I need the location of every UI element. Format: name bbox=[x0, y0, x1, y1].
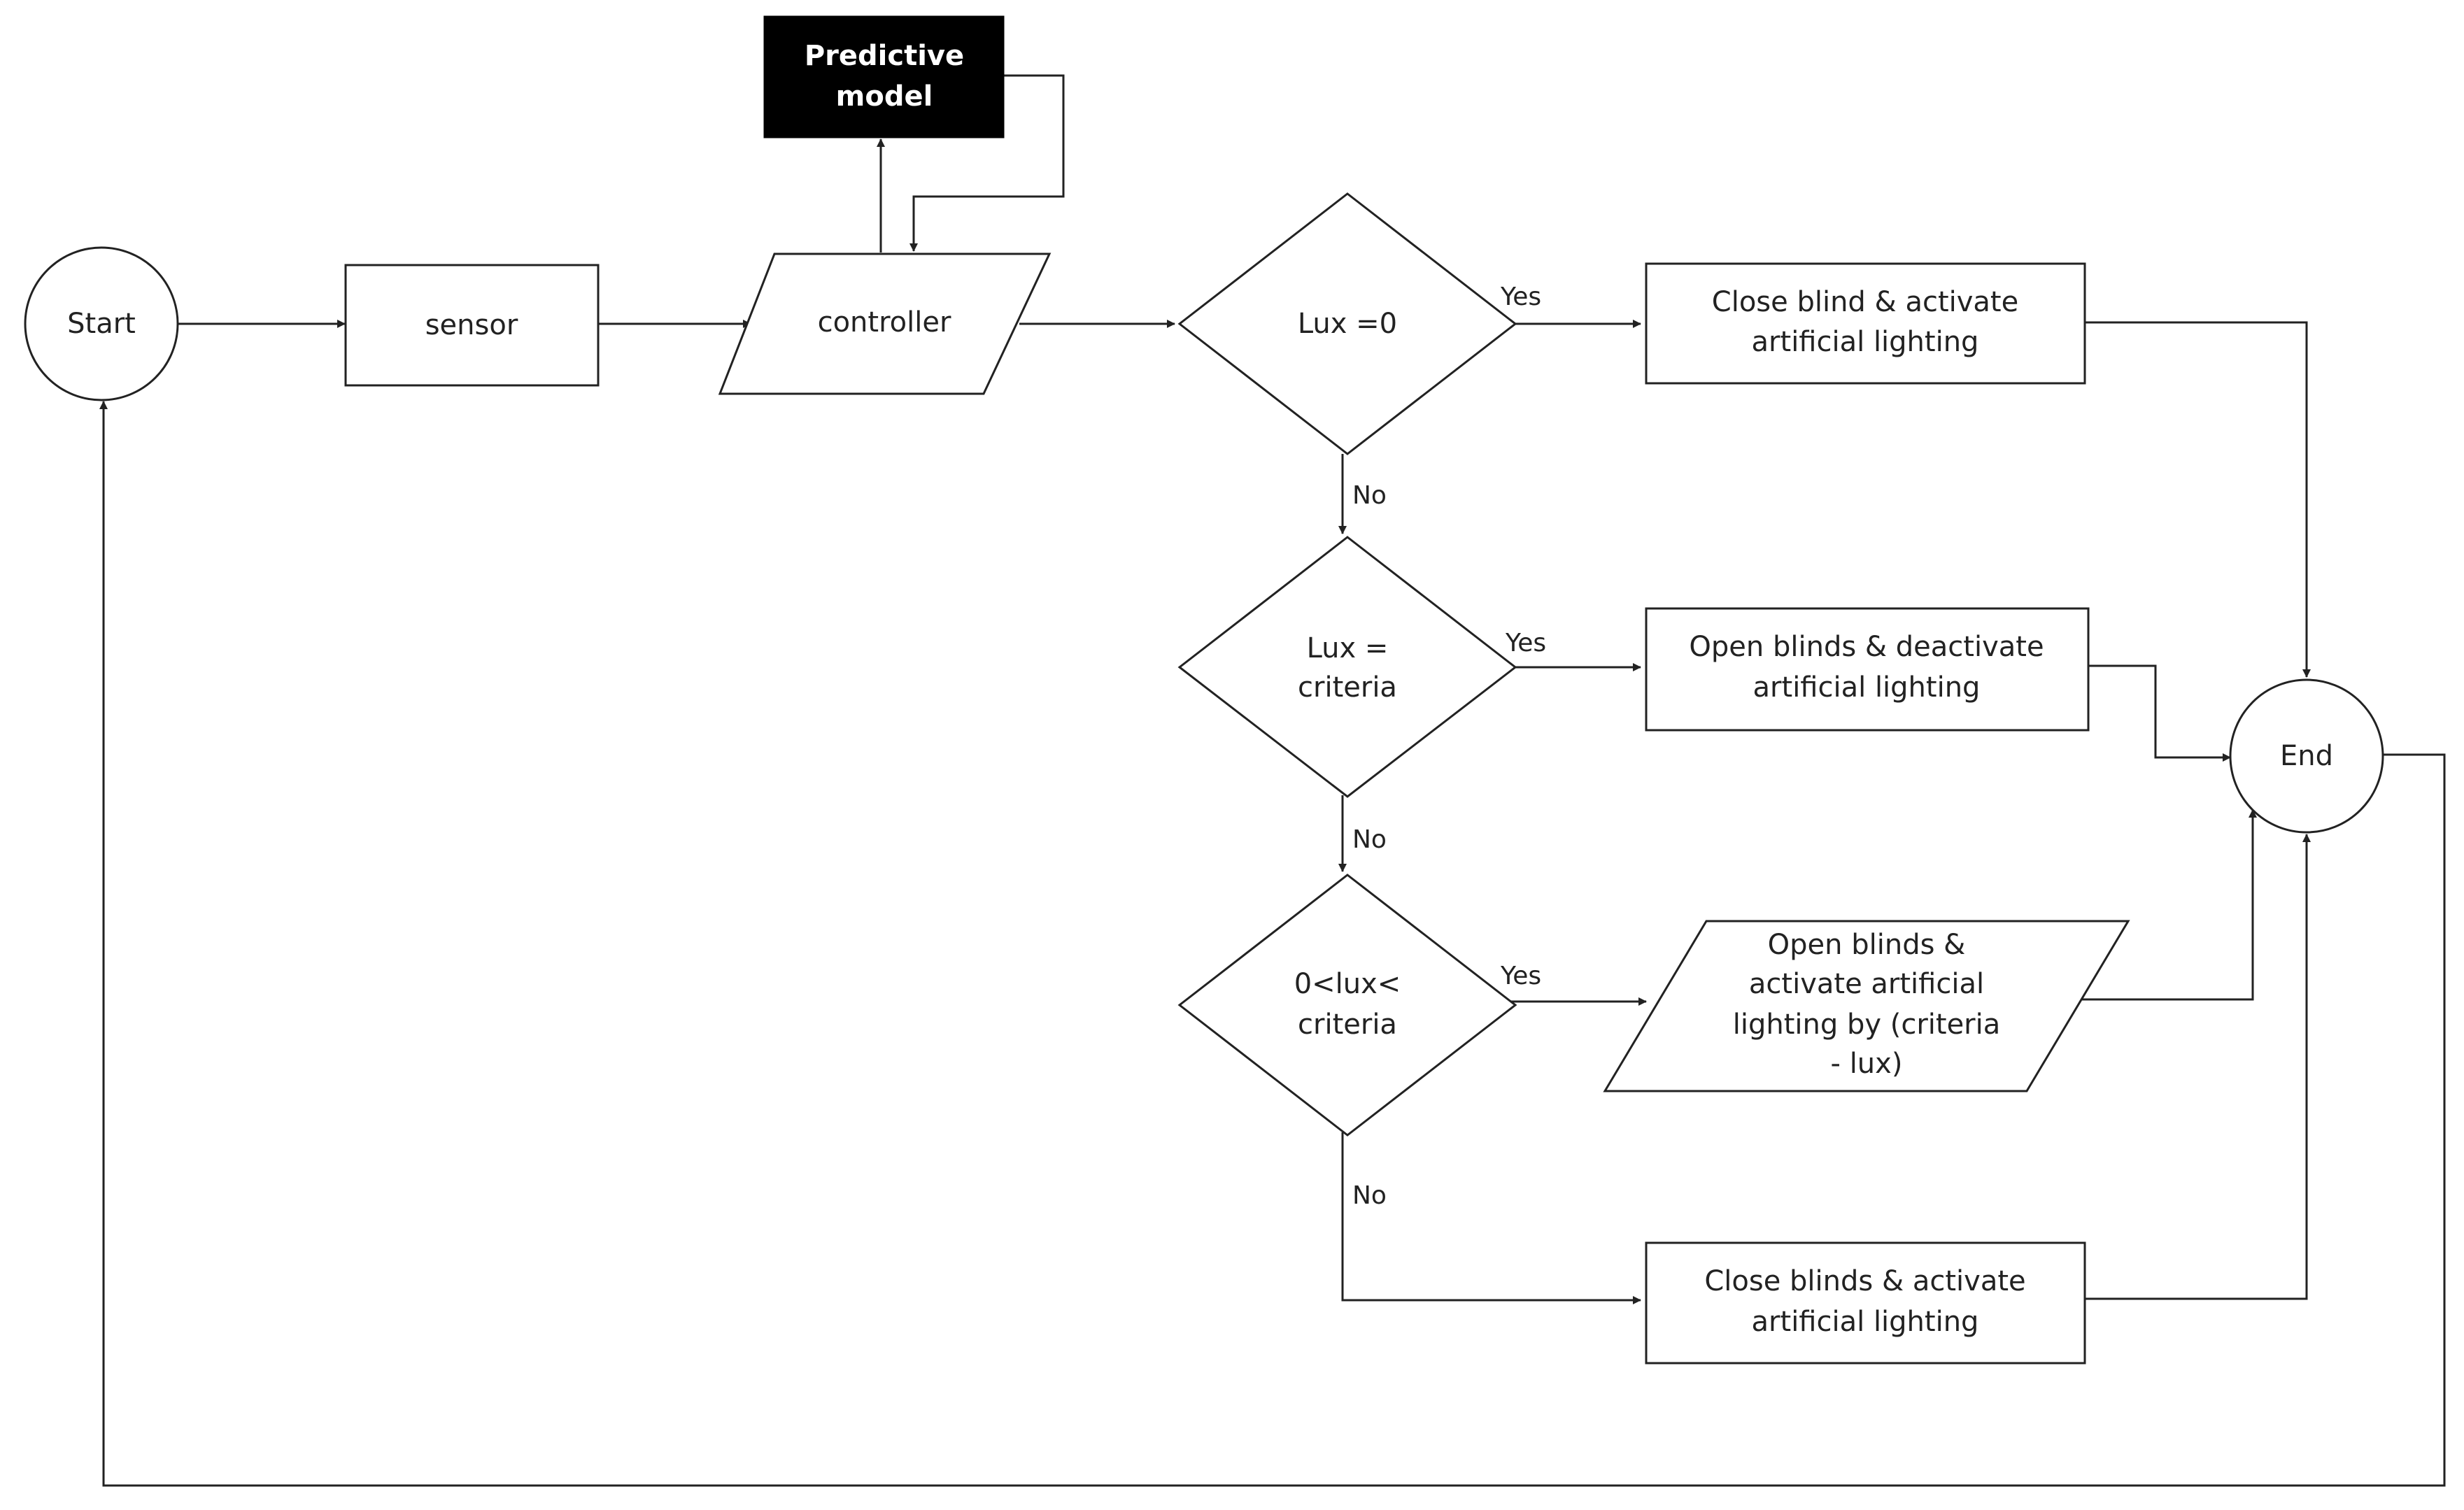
decision-lux-range-line-1: 0<lux< bbox=[1294, 968, 1401, 1000]
decision-lux-range-diamond bbox=[1177, 874, 1517, 1137]
edge-label-yes-1: Yes bbox=[1500, 283, 1541, 311]
edge-close-blind-to-end bbox=[2076, 321, 2311, 678]
edge-label-yes-2: Yes bbox=[1505, 629, 1546, 657]
node-action-open-activate: Open blinds & activate artificial lighti… bbox=[1603, 920, 2130, 1092]
edge-close-blinds-to-end bbox=[2076, 834, 2311, 1300]
edge-open-deactivate-to-end bbox=[2080, 664, 2231, 762]
controller-parallelogram bbox=[718, 252, 1052, 395]
edge-label-no-2: No bbox=[1352, 825, 1387, 854]
action-close-blinds-box bbox=[1645, 1241, 2086, 1365]
node-action-close-blinds: Close blinds & activate artificial light… bbox=[1645, 1241, 2086, 1365]
edge-labels: Yes No Yes No Yes No bbox=[1352, 283, 1546, 1210]
edge-decision-lux-range-no bbox=[1341, 1132, 1641, 1304]
action-close-blinds-line-2: artificial lighting bbox=[1752, 1306, 1979, 1338]
node-action-close-blind: Close blind & activate artificial lighti… bbox=[1645, 262, 2086, 385]
decision-lux-zero-diamond bbox=[1177, 192, 1517, 455]
decision-lux-zero-label: Lux =0 bbox=[1298, 308, 1397, 340]
node-decision-lux-zero: Lux =0 bbox=[1177, 192, 1517, 455]
edge-label-no-1: No bbox=[1352, 481, 1387, 510]
end-label: End bbox=[2280, 740, 2333, 772]
decision-lux-criteria-line-1: Lux = bbox=[1307, 632, 1389, 664]
edge-open-activate-to-end bbox=[2046, 809, 2257, 1001]
start-label: Start bbox=[67, 308, 136, 340]
edge-label-yes-3: Yes bbox=[1500, 962, 1541, 990]
action-close-blind-line-2: artificial lighting bbox=[1752, 326, 1979, 358]
sensor-box bbox=[344, 264, 600, 387]
predictive-model-line-1: Predictive bbox=[805, 40, 964, 72]
decision-lux-criteria-diamond bbox=[1177, 536, 1517, 798]
action-open-deactivate-line-2: artificial lighting bbox=[1753, 671, 1981, 704]
node-start: Start bbox=[24, 246, 179, 401]
end-circle bbox=[2229, 678, 2384, 834]
decision-lux-range-line-2: criteria bbox=[1298, 1009, 1397, 1041]
action-close-blind-box bbox=[1645, 262, 2086, 385]
node-predictive-model: Predictive model bbox=[763, 15, 1005, 138]
action-open-activate-line-4: - lux) bbox=[1831, 1048, 1903, 1080]
action-open-activate-line-2: activate artificial bbox=[1749, 968, 1984, 1000]
predictive-model-line-2: model bbox=[836, 80, 933, 113]
start-circle bbox=[24, 246, 179, 401]
sensor-label: sensor bbox=[425, 309, 518, 341]
node-end: End bbox=[2229, 678, 2384, 834]
node-action-open-deactivate: Open blinds & deactivate artificial ligh… bbox=[1645, 607, 2090, 732]
action-open-activate-line-3: lighting by (criteria bbox=[1733, 1009, 2001, 1041]
action-open-activate-line-1: Open blinds & bbox=[1768, 929, 1966, 961]
edge-predictive-model-to-controller bbox=[909, 74, 1065, 252]
action-close-blind-line-1: Close blind & activate bbox=[1712, 286, 2018, 318]
edges bbox=[99, 74, 2446, 1487]
node-decision-lux-criteria: Lux = criteria bbox=[1177, 536, 1517, 798]
node-controller: controller bbox=[718, 252, 1052, 395]
action-open-activate-parallelogram bbox=[1603, 920, 2130, 1092]
edge-label-no-3: No bbox=[1352, 1181, 1387, 1210]
action-open-deactivate-line-1: Open blinds & deactivate bbox=[1689, 631, 2044, 663]
predictive-model-box bbox=[763, 15, 1005, 138]
decision-lux-criteria-line-2: criteria bbox=[1298, 671, 1397, 704]
edge-end-to-start-loop bbox=[99, 401, 2446, 1487]
controller-label: controller bbox=[818, 306, 951, 339]
action-open-deactivate-box bbox=[1645, 607, 2090, 732]
node-decision-lux-range: 0<lux< criteria bbox=[1177, 874, 1517, 1137]
node-sensor: sensor bbox=[344, 264, 600, 387]
action-close-blinds-line-1: Close blinds & activate bbox=[1704, 1265, 2025, 1297]
